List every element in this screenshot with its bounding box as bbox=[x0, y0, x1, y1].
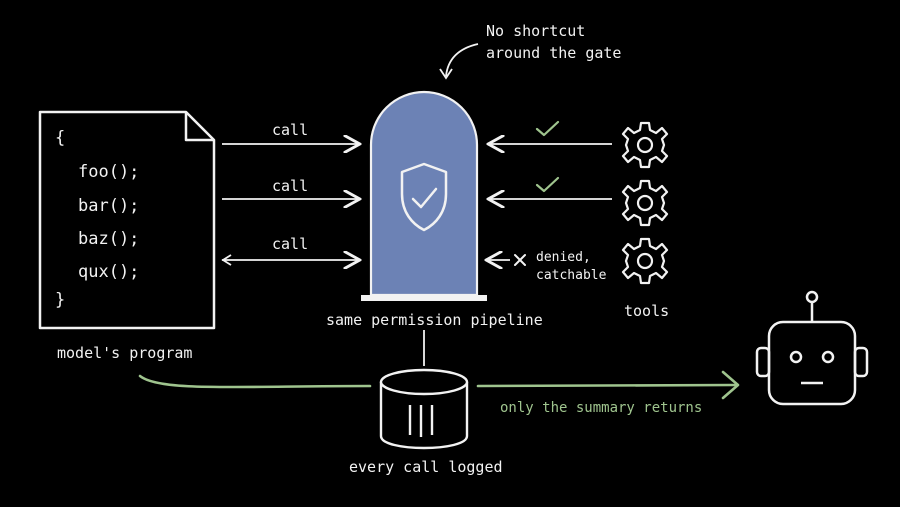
cross-icon bbox=[514, 254, 526, 266]
check-icon bbox=[535, 176, 560, 193]
shield-check-icon bbox=[411, 187, 438, 209]
log-database-icon bbox=[379, 368, 469, 450]
gate-note-line2: around the gate bbox=[486, 44, 622, 62]
denied-label-line2: catchable bbox=[536, 268, 607, 283]
code-line-qux: qux(); bbox=[78, 262, 140, 282]
tool-arrows bbox=[488, 144, 612, 260]
shield-icon bbox=[400, 162, 448, 232]
gear-icon bbox=[621, 121, 669, 169]
permission-gate bbox=[361, 90, 487, 301]
call-label-1: call bbox=[272, 121, 309, 139]
code-open-brace: { bbox=[55, 128, 66, 148]
code-line-baz: baz(); bbox=[78, 229, 140, 249]
program-document bbox=[38, 110, 216, 330]
denied-label-line1: denied, bbox=[536, 250, 591, 265]
code-line-bar: bar(); bbox=[78, 196, 140, 216]
gate-base bbox=[361, 295, 487, 301]
call-label-3: call bbox=[272, 235, 309, 253]
robot-icon bbox=[755, 290, 869, 406]
summary-arrow-right bbox=[476, 383, 737, 388]
gate-body bbox=[369, 90, 479, 297]
gear-icon bbox=[621, 237, 669, 285]
call-arrow-3-back-head bbox=[221, 254, 232, 266]
gate-note-line1: No shortcut bbox=[486, 22, 586, 40]
code-close-brace: } bbox=[55, 290, 66, 310]
note-arrow bbox=[445, 43, 479, 77]
note-arrow-head bbox=[439, 68, 453, 80]
summary-label: only the summary returns bbox=[500, 400, 703, 416]
summary-arrow bbox=[138, 374, 372, 389]
summary-arrow-head bbox=[721, 370, 740, 400]
program-caption: model's program bbox=[57, 344, 193, 362]
gate-caption: same permission pipeline bbox=[326, 311, 543, 329]
call-arrows bbox=[221, 144, 358, 266]
code-line-foo: foo(); bbox=[78, 162, 140, 182]
log-caption: every call logged bbox=[349, 458, 503, 476]
gear-icon bbox=[621, 179, 669, 227]
gear-icons bbox=[621, 121, 669, 285]
tools-caption: tools bbox=[624, 302, 670, 320]
call-label-2: call bbox=[272, 177, 309, 195]
check-icon bbox=[535, 120, 560, 137]
